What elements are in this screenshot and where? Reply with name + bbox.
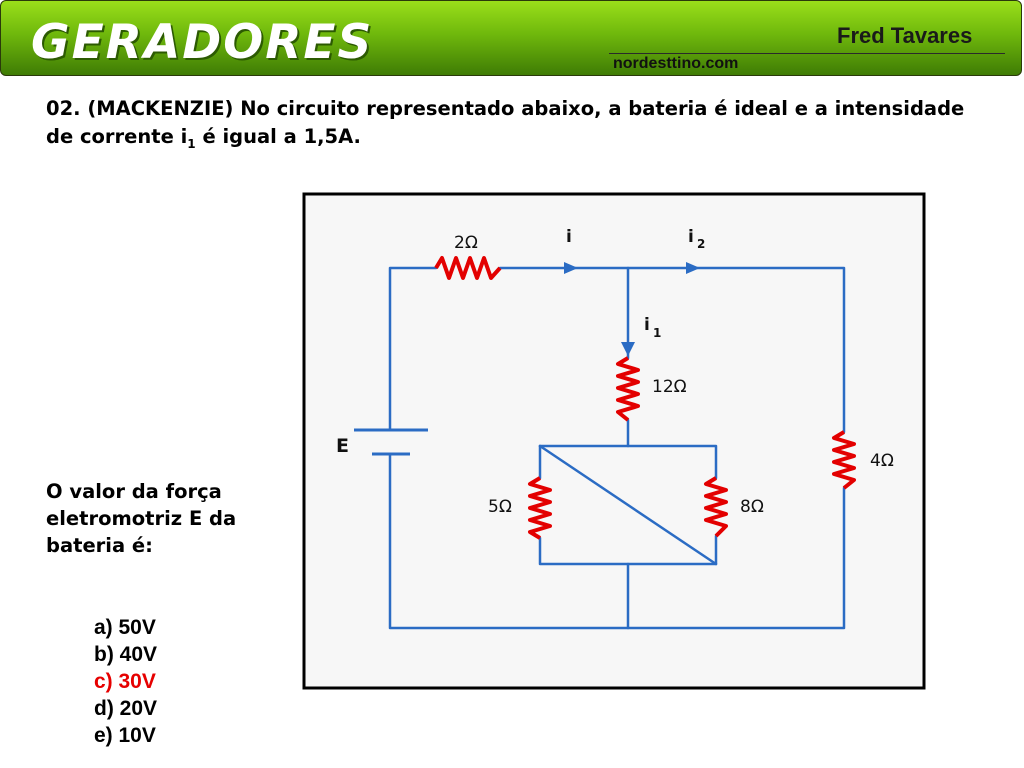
resistor-2-ohm bbox=[434, 256, 502, 280]
label-current-i2-sub: 2 bbox=[697, 237, 705, 251]
question-subscript: 1 bbox=[187, 136, 196, 151]
option-d: d) 20V bbox=[94, 697, 158, 720]
label-battery-e: E bbox=[336, 435, 349, 457]
label-8-ohm: 8Ω bbox=[740, 497, 764, 517]
label-2-ohm: 2Ω bbox=[454, 233, 478, 253]
option-e: e) 10V bbox=[94, 724, 156, 747]
resistor-12-ohm bbox=[616, 356, 640, 422]
label-current-i2: i bbox=[688, 227, 694, 247]
resistors bbox=[434, 256, 856, 540]
prompt-text: O valor da força eletromotriz E da bater… bbox=[46, 480, 237, 557]
label-current-i1: i bbox=[644, 315, 650, 335]
label-current-i1-sub: 1 bbox=[653, 326, 661, 340]
arrow-i2 bbox=[686, 262, 700, 274]
arrow-i1 bbox=[621, 342, 635, 356]
author-name: Fred Tavares bbox=[837, 23, 973, 48]
circuit-wires bbox=[388, 266, 846, 630]
option-b: b) 40V bbox=[94, 643, 158, 666]
battery-symbol bbox=[354, 428, 428, 456]
circuit-frame bbox=[302, 192, 926, 690]
question-text-end: é igual a 1,5A. bbox=[195, 125, 361, 148]
label-current-i: i bbox=[566, 227, 572, 247]
header-divider bbox=[609, 53, 1005, 54]
answer-options: a) 50V b) 40V c) 30V d) 20V e) 10V bbox=[94, 614, 157, 749]
circuit-diagram: 2Ω 12Ω 4Ω 5Ω 8Ω E i i 2 i 1 bbox=[302, 192, 926, 690]
arrow-i bbox=[564, 262, 578, 274]
slide-title: GERADORES bbox=[31, 15, 374, 70]
resistor-4-ohm bbox=[832, 430, 856, 490]
question-text-start: 02. (MACKENZIE) No circuito representado… bbox=[46, 97, 965, 148]
site-name: nordesttino.com bbox=[613, 55, 739, 72]
header-bar: GERADORES Fred Tavares nordesttino.com bbox=[0, 0, 1022, 76]
resistor-8-ohm bbox=[704, 476, 728, 538]
question-text: 02. (MACKENZIE) No circuito representado… bbox=[46, 95, 986, 158]
label-5-ohm: 5Ω bbox=[488, 497, 512, 517]
label-12-ohm: 12Ω bbox=[652, 377, 687, 397]
resistor-5-ohm bbox=[528, 476, 552, 540]
option-c-correct: c) 30V bbox=[94, 670, 156, 693]
label-4-ohm: 4Ω bbox=[870, 451, 894, 471]
option-a: a) 50V bbox=[94, 616, 156, 639]
current-arrows bbox=[564, 262, 700, 356]
